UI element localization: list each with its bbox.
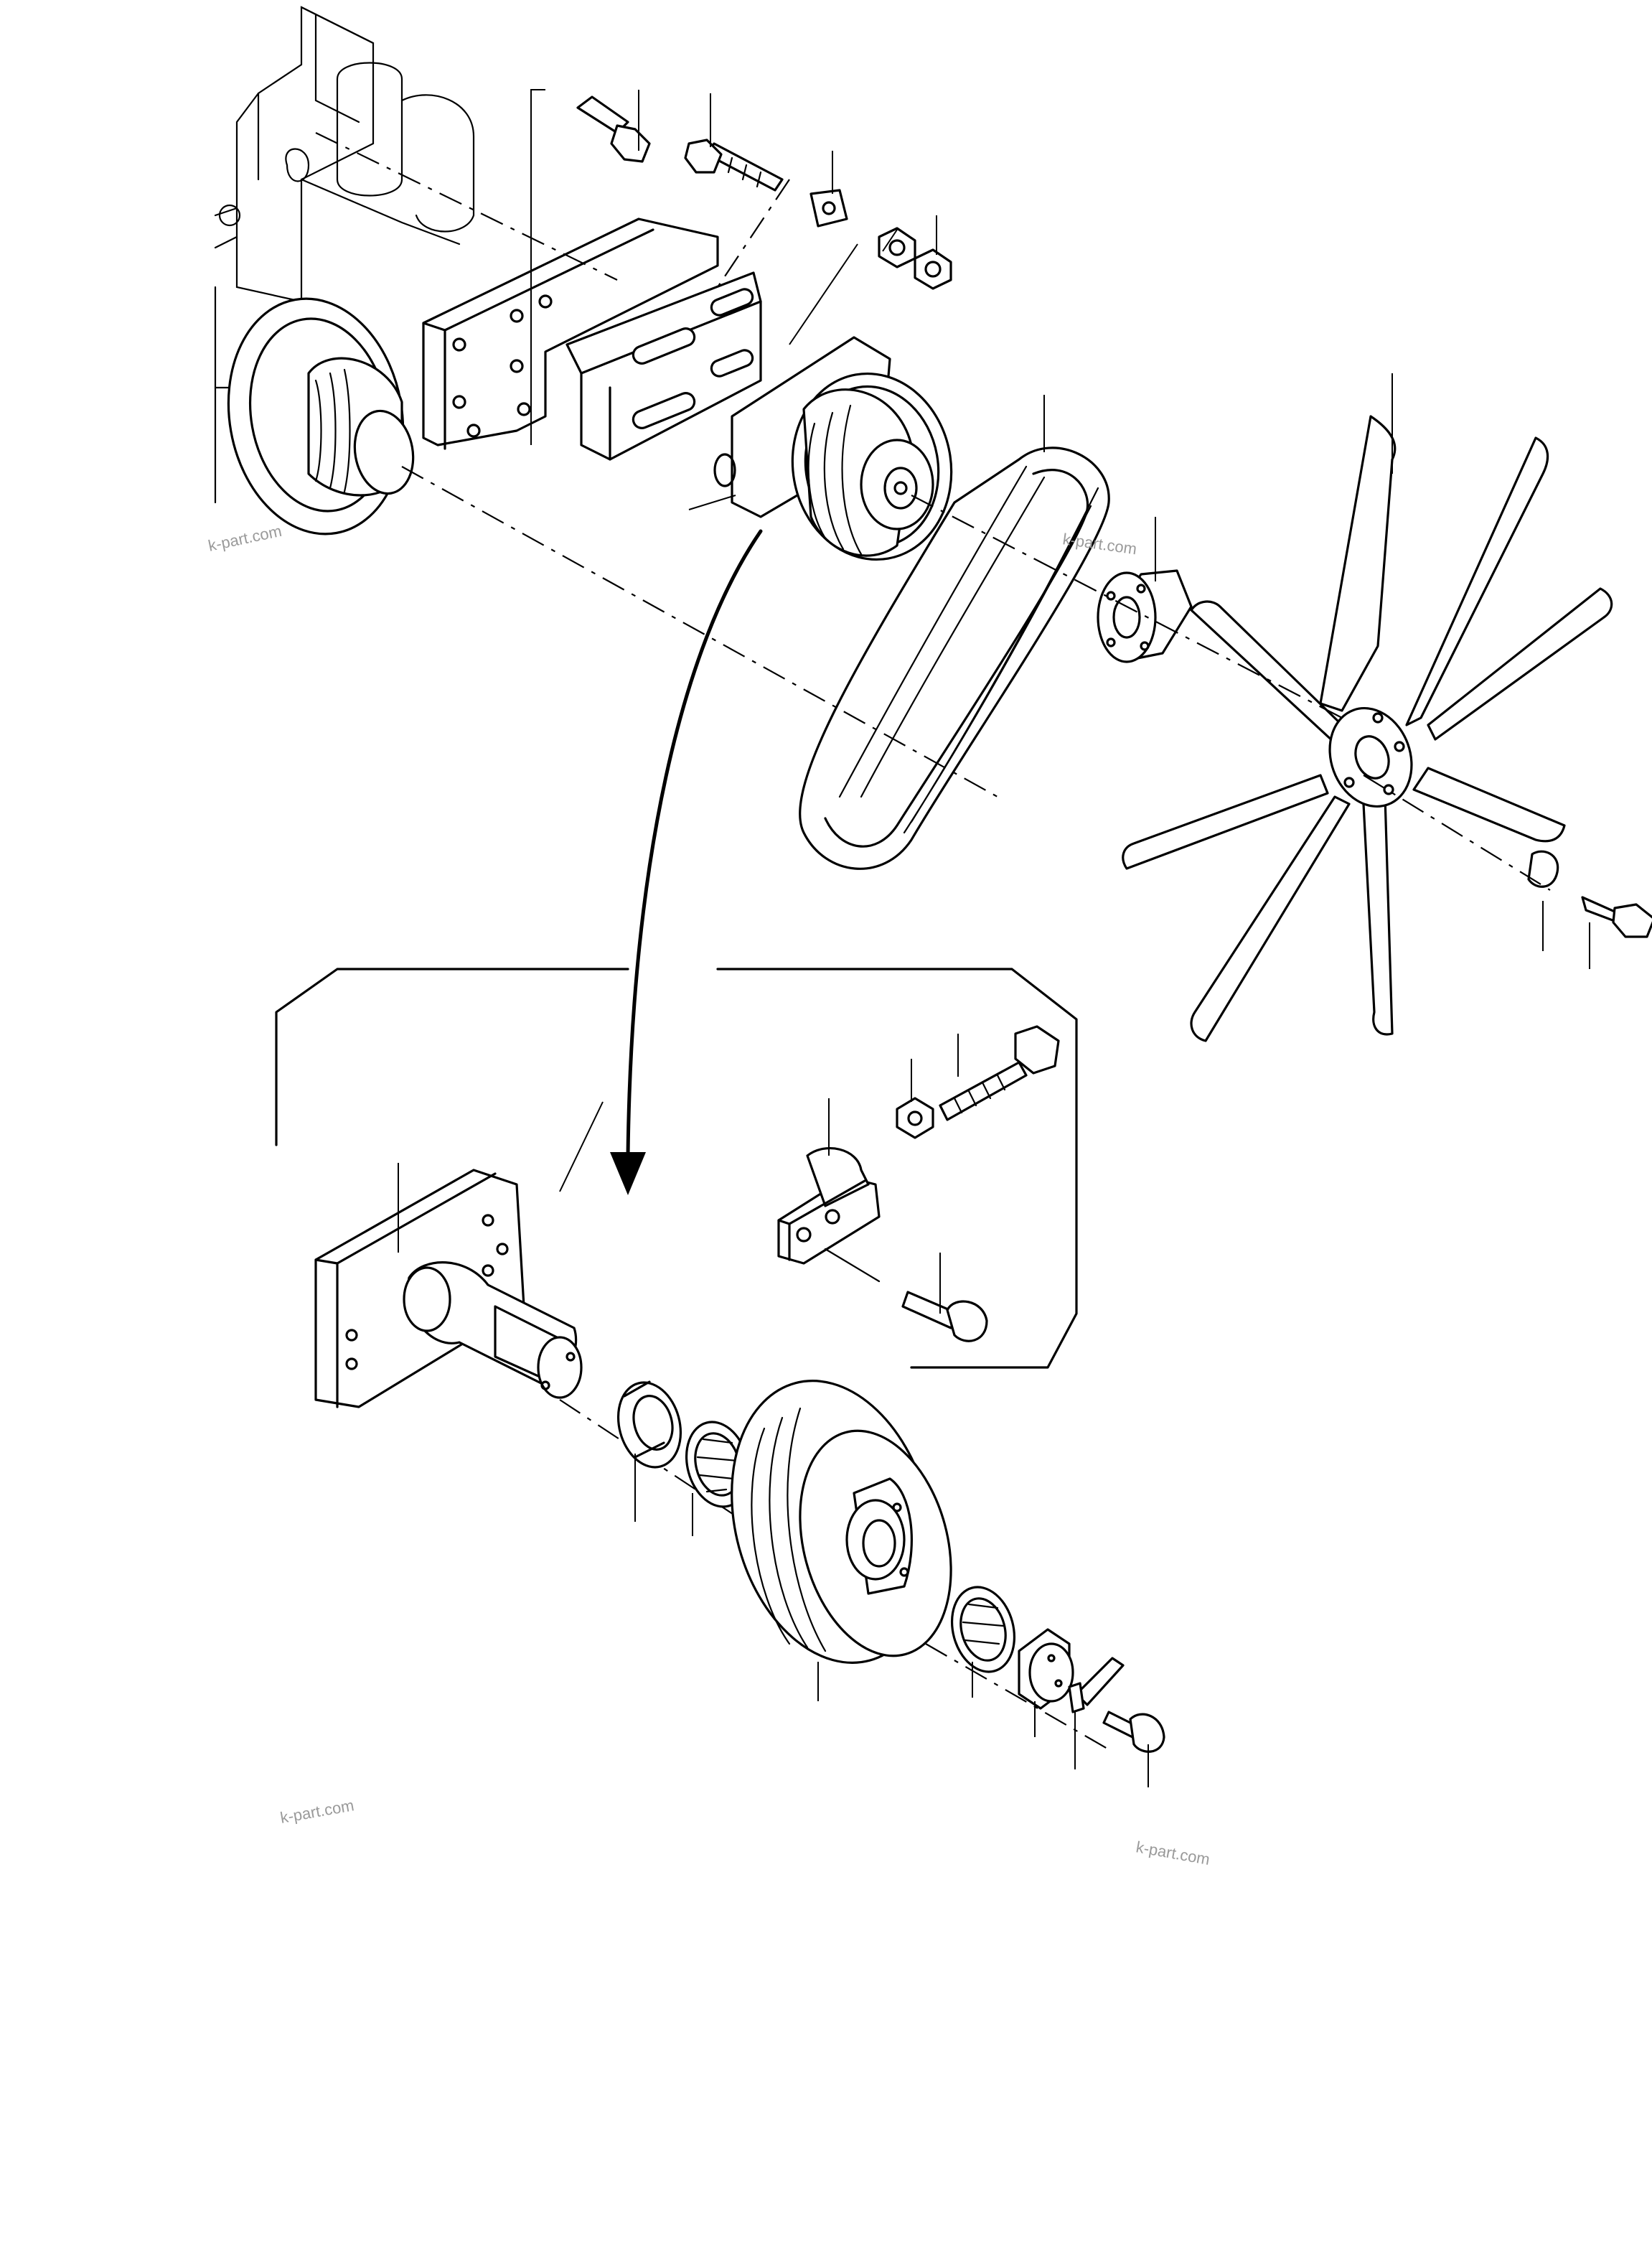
adjusting-bolt <box>684 139 784 192</box>
adjuster-nut <box>896 1097 934 1139</box>
cooling-fan <box>1122 415 1613 1042</box>
fan-bolt-and-washer <box>1527 850 1652 938</box>
crankshaft-pulley <box>227 297 415 535</box>
watermark-bottom-right: k-part.com <box>1135 1838 1211 1868</box>
bracket-lock-bolt <box>901 1291 988 1342</box>
detail-view-arrow <box>610 529 763 1195</box>
idler-pulley <box>731 1380 952 1664</box>
idler-spindle-plate <box>314 1169 583 1408</box>
watermark-bottom-left: k-part.com <box>279 1796 356 1827</box>
retainer-collar <box>1018 1628 1074 1710</box>
idler-mounting-bracket <box>422 217 762 461</box>
lock-plate <box>1068 1657 1125 1713</box>
reference-leader-lines <box>398 89 1590 1787</box>
watermark-top-left: k-part.com <box>207 522 283 555</box>
bracket-bolt <box>576 95 651 163</box>
oil-seal <box>616 1380 682 1469</box>
adjuster-bracket <box>777 1147 881 1283</box>
adjuster-bolt <box>939 1025 1060 1121</box>
v-belt <box>799 446 1110 870</box>
lock-nuts <box>878 227 952 290</box>
outer-bearing <box>950 1586 1016 1673</box>
detail-view-frame <box>275 968 1078 1369</box>
square-washer <box>809 189 848 228</box>
retainer-bolt <box>1102 1711 1165 1753</box>
fan-spacer <box>1097 569 1193 663</box>
idler-pulley-assembly <box>713 336 953 561</box>
